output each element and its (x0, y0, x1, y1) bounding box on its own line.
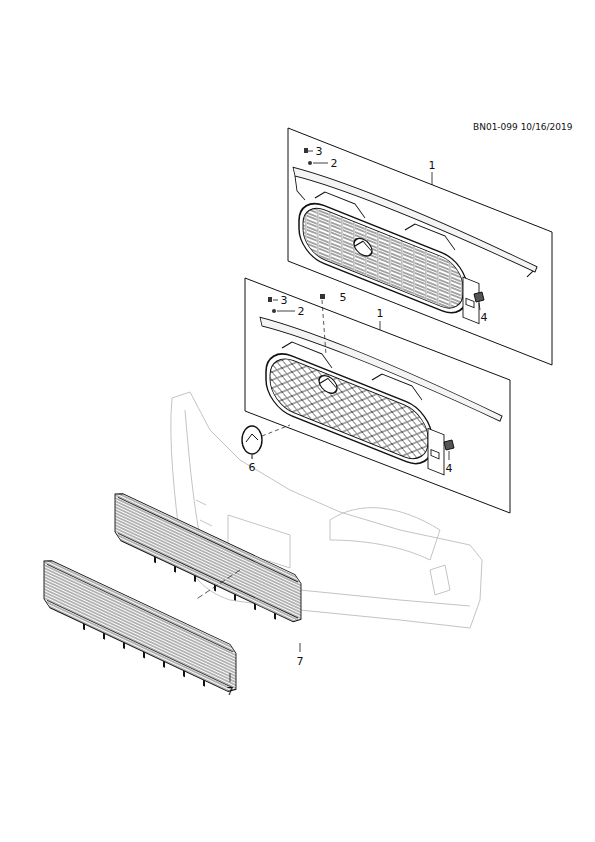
callout-number: 7 (296, 655, 305, 668)
callout-number: 2 (330, 157, 339, 170)
grille-assembly (293, 162, 537, 349)
callout-number: 1 (428, 159, 437, 172)
leader-lines (308, 151, 480, 310)
group-frame (245, 278, 510, 513)
bracket-clip (474, 292, 484, 302)
emblem (242, 425, 290, 459)
callout-number: 1 (376, 307, 385, 320)
leader-lines (230, 643, 300, 682)
screw (308, 161, 312, 165)
clip (304, 148, 308, 153)
lower-grille (44, 557, 236, 701)
grille-assembly (260, 312, 502, 500)
screw (272, 309, 276, 313)
fastener (320, 294, 325, 299)
assembly-line (195, 570, 240, 600)
callout-number: 3 (280, 294, 289, 307)
callout-number: 5 (339, 291, 348, 304)
clip (268, 297, 272, 302)
assembly-line (322, 300, 326, 355)
callout-number: 4 (445, 462, 454, 475)
bracket-clip (444, 440, 454, 450)
callout-number: 7 (226, 685, 235, 698)
bumper-outline (171, 392, 482, 628)
leader-lines (273, 300, 449, 460)
callout-number: 4 (480, 311, 489, 324)
group-frame (288, 128, 552, 365)
callout-number: 3 (315, 145, 324, 158)
callout-number: 2 (297, 305, 306, 318)
drawing-reference: BN01-099 10/16/2019 (472, 122, 574, 133)
callout-number: 6 (248, 461, 257, 474)
